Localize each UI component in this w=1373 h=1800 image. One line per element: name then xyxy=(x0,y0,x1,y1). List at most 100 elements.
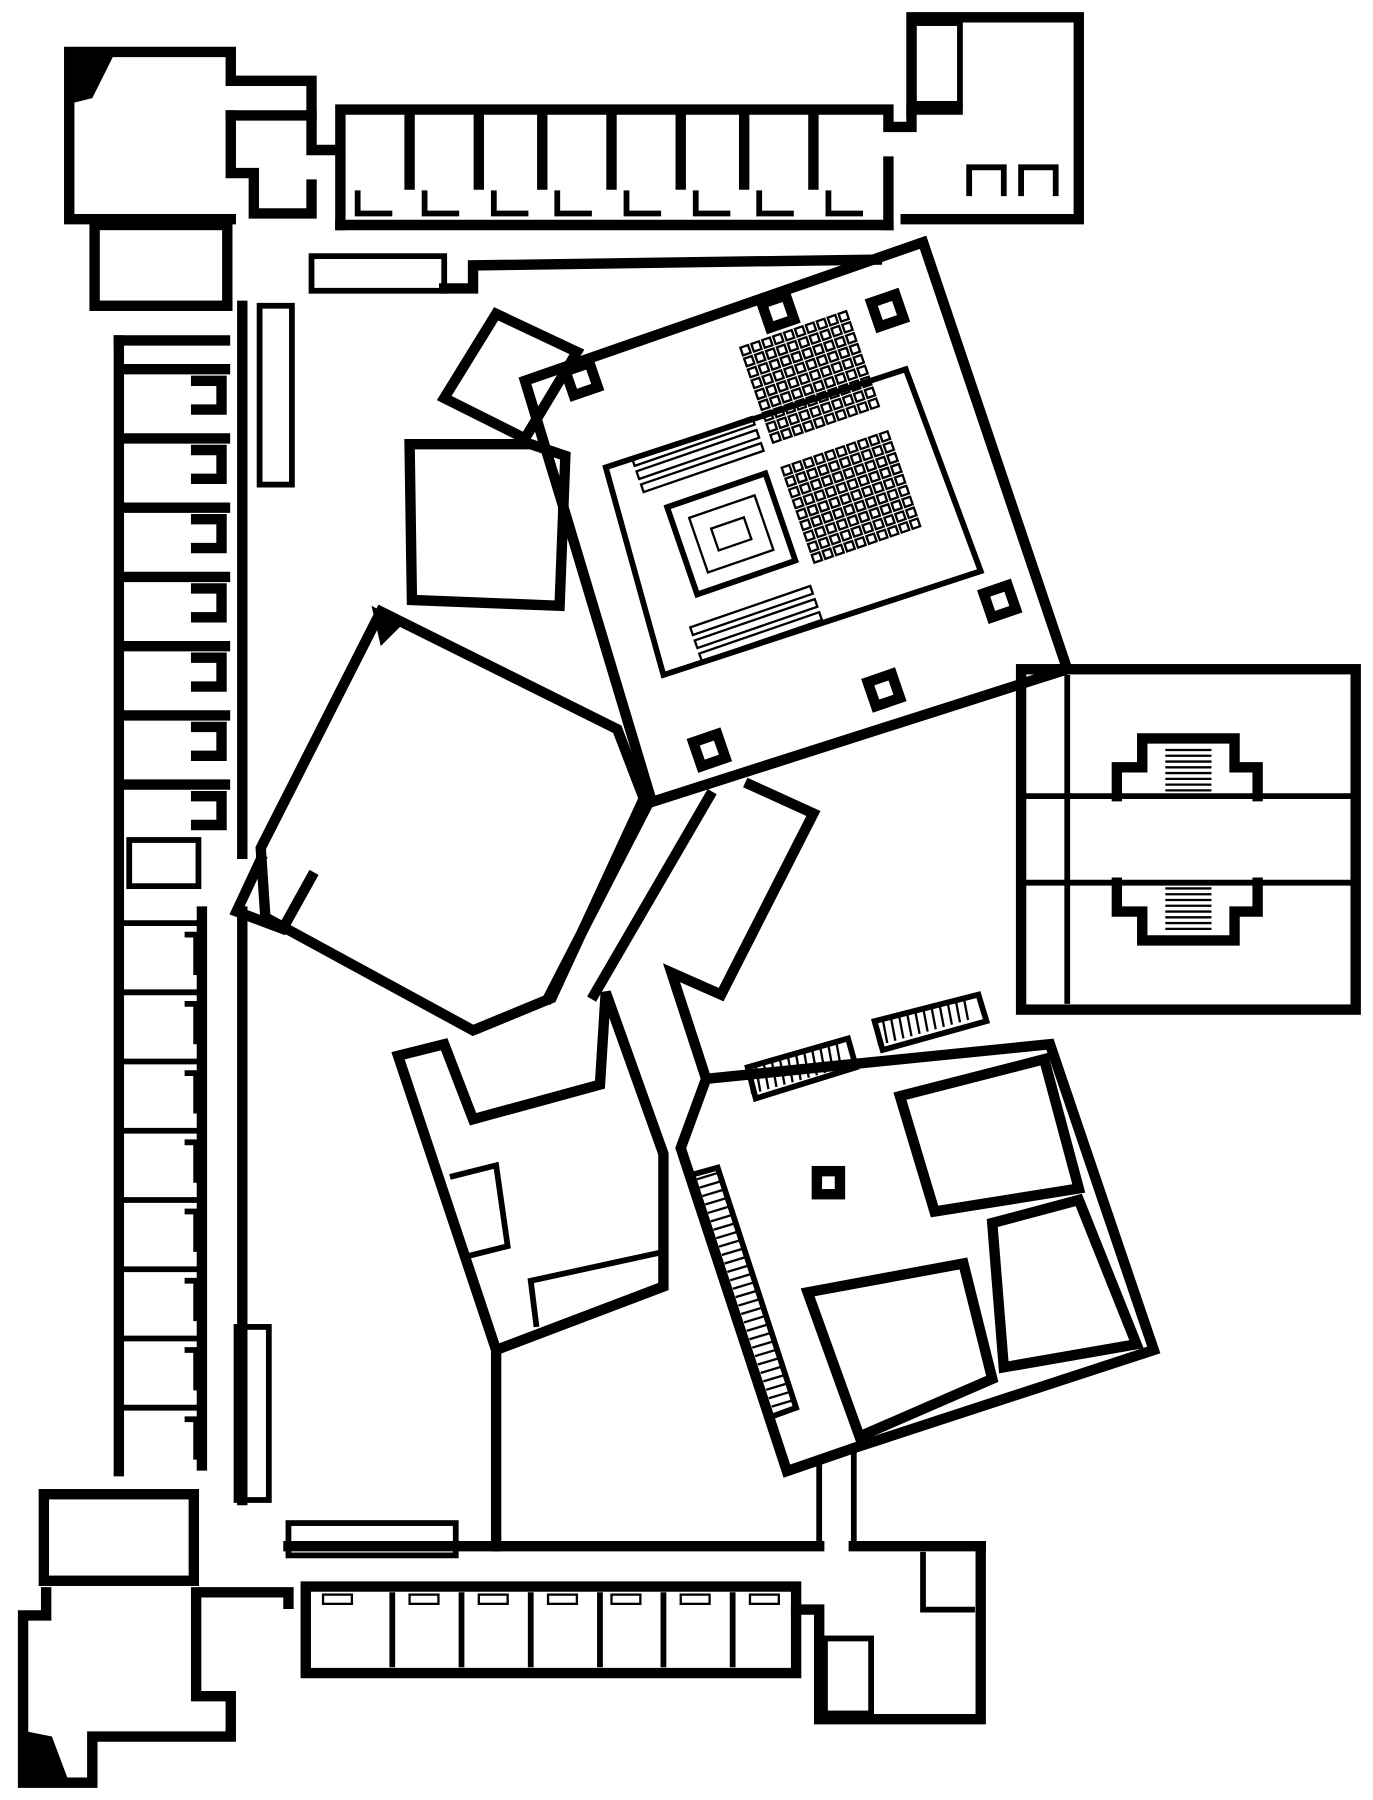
stair-step xyxy=(881,1018,889,1044)
small-tower-room xyxy=(436,307,585,446)
seat xyxy=(838,455,852,469)
room-closet xyxy=(184,1347,200,1391)
seat xyxy=(832,543,846,557)
seat xyxy=(779,427,794,441)
bottom-wing xyxy=(17,1344,986,1788)
seat xyxy=(813,488,827,503)
lower-right-stairs xyxy=(688,991,991,1421)
seat xyxy=(808,404,823,419)
seat xyxy=(823,412,837,426)
room-closet xyxy=(190,583,227,623)
seat xyxy=(790,350,804,364)
room-closet xyxy=(692,190,731,217)
seat xyxy=(897,520,911,535)
seat xyxy=(797,408,812,422)
seat xyxy=(842,503,856,517)
corridor-wall xyxy=(587,789,717,1002)
seat xyxy=(830,397,844,411)
seat xyxy=(802,529,816,543)
stair-step xyxy=(727,1263,751,1273)
seat xyxy=(837,346,851,360)
seat xyxy=(813,525,827,539)
seat xyxy=(764,383,779,397)
top-wing xyxy=(64,12,1084,311)
seat xyxy=(889,462,903,476)
seat xyxy=(867,397,881,411)
seat xyxy=(823,375,837,389)
seat xyxy=(852,353,866,367)
seat xyxy=(772,405,786,419)
seat xyxy=(849,488,864,502)
stair-step xyxy=(765,1381,790,1391)
seat xyxy=(864,532,879,546)
seat xyxy=(817,536,831,550)
seat xyxy=(750,376,764,390)
seat xyxy=(798,481,812,495)
seating xyxy=(630,309,922,663)
seat xyxy=(875,528,889,542)
seat xyxy=(790,386,804,401)
seat xyxy=(779,390,793,404)
seat xyxy=(837,382,852,396)
bench xyxy=(688,584,815,637)
seat xyxy=(882,513,897,527)
stair-step xyxy=(746,1322,771,1332)
seat xyxy=(808,368,822,382)
stage xyxy=(663,469,800,599)
seat xyxy=(867,433,881,447)
stair-step xyxy=(819,1047,827,1074)
seat xyxy=(857,510,871,524)
seat xyxy=(840,320,855,334)
column xyxy=(977,578,1023,625)
seat xyxy=(775,379,789,393)
stair-step xyxy=(740,1305,765,1316)
seat xyxy=(819,401,833,415)
room-closet xyxy=(184,1416,200,1460)
bottom-left-tower-corner xyxy=(23,1730,70,1783)
square-tower-room xyxy=(404,439,571,612)
stair-step xyxy=(738,1297,762,1307)
seat xyxy=(878,429,892,444)
seat xyxy=(794,397,808,412)
seat xyxy=(801,419,815,433)
stair xyxy=(688,1164,800,1421)
stair-step xyxy=(713,1221,737,1231)
room-closet xyxy=(184,1208,200,1252)
seat xyxy=(827,459,841,473)
room-closet xyxy=(190,652,227,692)
room-closet xyxy=(490,190,529,217)
seat xyxy=(806,503,820,517)
seat xyxy=(797,335,811,349)
seat xyxy=(753,387,768,401)
column xyxy=(861,667,907,713)
seat xyxy=(845,404,859,418)
seat xyxy=(853,535,868,550)
seat xyxy=(793,361,808,375)
seat xyxy=(864,459,878,473)
stair-step xyxy=(704,1196,729,1206)
room-closet xyxy=(354,190,393,217)
seat xyxy=(786,375,800,390)
seat xyxy=(746,365,760,379)
stair-step xyxy=(696,1171,721,1181)
seat xyxy=(826,350,840,364)
seat xyxy=(783,474,798,488)
seat xyxy=(841,393,855,407)
seat xyxy=(765,419,779,434)
seat xyxy=(844,368,859,382)
seat xyxy=(787,412,801,426)
seat xyxy=(885,451,900,465)
seat xyxy=(831,506,845,521)
seat xyxy=(824,521,838,535)
seat xyxy=(875,455,889,469)
bed xyxy=(748,1593,780,1605)
room xyxy=(986,1193,1144,1374)
seat xyxy=(811,342,826,357)
seat xyxy=(815,317,829,331)
seat xyxy=(795,507,809,521)
seat xyxy=(875,491,889,506)
seat xyxy=(897,484,911,498)
seat xyxy=(849,451,863,466)
stair-step xyxy=(768,1390,793,1400)
stair-step xyxy=(954,997,962,1023)
